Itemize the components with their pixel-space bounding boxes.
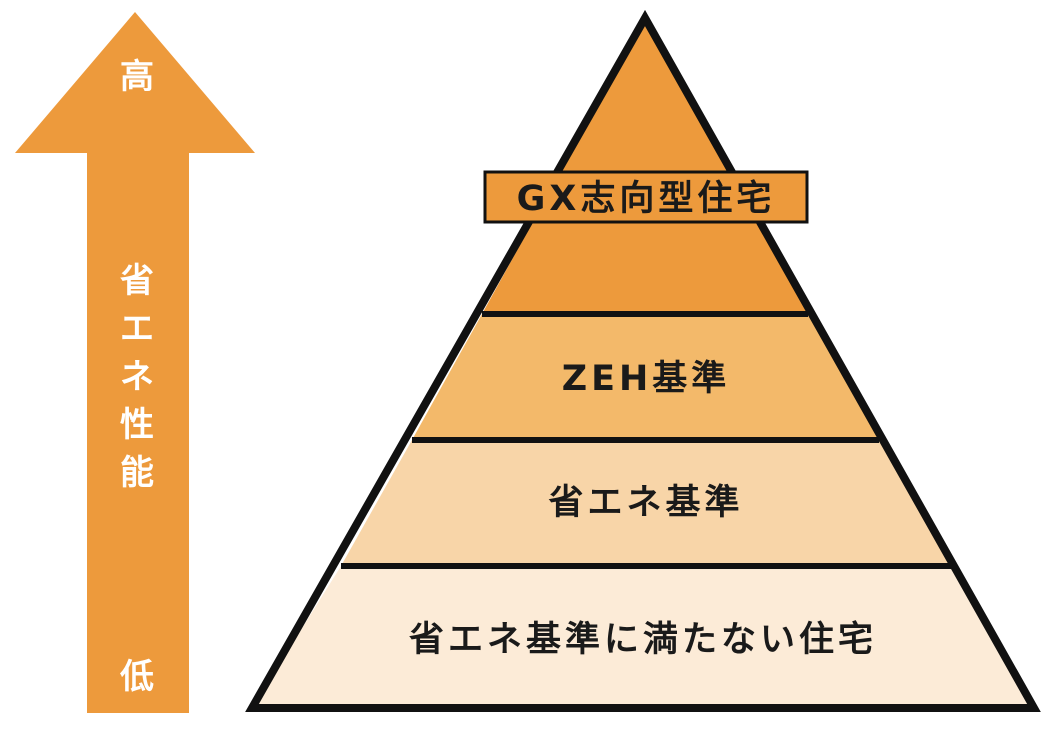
tier-label-gx: GX志向型住宅 bbox=[517, 178, 776, 219]
arrow-label-char: 省 bbox=[120, 261, 154, 301]
arrow-high-label: 高 bbox=[120, 57, 154, 97]
arrow-label-char: 能 bbox=[120, 453, 154, 493]
arrow-label-char: ネ bbox=[120, 357, 154, 397]
pyramid: GX志向型住宅 ZEH基準 省エネ基準 省エネ基準に満たない住宅 bbox=[245, 9, 1041, 712]
arrow-low-label: 低 bbox=[120, 657, 154, 697]
tier-label-zeh: ZEH基準 bbox=[562, 359, 731, 399]
arrow-label-char: エ bbox=[120, 309, 154, 349]
pyramid-tier-zeh bbox=[412, 314, 879, 440]
pyramid-tier-gx bbox=[482, 18, 808, 314]
arrow-shape bbox=[15, 12, 255, 713]
arrow-label-char: 性 bbox=[120, 405, 154, 445]
tier-label-energy-standard: 省エネ基準 bbox=[548, 483, 743, 523]
energy-performance-arrow: 高 省 エ ネ 性 能 低 bbox=[15, 12, 255, 713]
pyramid-tier-below-standard bbox=[252, 566, 1034, 708]
tier-label-below-standard: 省エネ基準に満たない住宅 bbox=[409, 619, 877, 660]
pyramid-outline bbox=[245, 9, 1041, 712]
pyramid-tier-energy-standard bbox=[341, 440, 952, 566]
gx-label-box bbox=[483, 170, 809, 224]
